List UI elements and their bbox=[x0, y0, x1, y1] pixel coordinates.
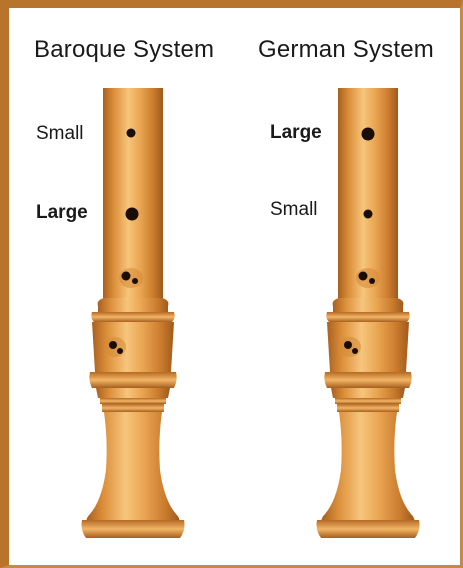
foot-hole-small bbox=[117, 348, 123, 354]
foot-hole-large bbox=[109, 341, 117, 349]
large-hole bbox=[126, 208, 139, 221]
recorder-bell bbox=[86, 412, 179, 526]
double-hole-small bbox=[369, 278, 375, 284]
large-hole bbox=[362, 128, 375, 141]
german-recorder bbox=[231, 0, 463, 568]
baroque-recorder bbox=[0, 0, 232, 568]
foot-hole-large bbox=[344, 341, 352, 349]
foot-hole-small bbox=[352, 348, 358, 354]
small-hole bbox=[127, 129, 136, 138]
german-large-label: Large bbox=[270, 122, 322, 144]
double-hole-small bbox=[132, 278, 138, 284]
double-hole-large bbox=[122, 272, 131, 281]
small-hole bbox=[364, 210, 373, 219]
german-small-label: Small bbox=[270, 199, 318, 221]
baroque-large-label: Large bbox=[36, 202, 88, 224]
recorder-joint bbox=[98, 298, 169, 312]
baroque-small-label: Small bbox=[36, 123, 84, 145]
recorder-joint bbox=[333, 298, 404, 312]
recorder-bell bbox=[321, 412, 414, 526]
double-hole-large bbox=[359, 272, 368, 281]
